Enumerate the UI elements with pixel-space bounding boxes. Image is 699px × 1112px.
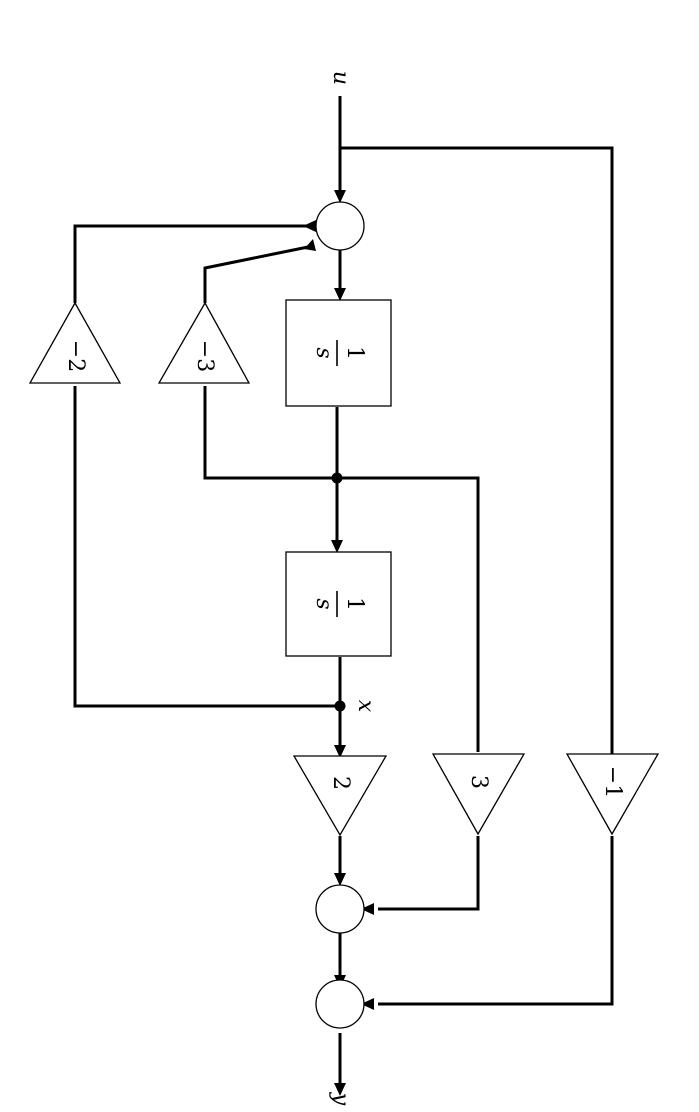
integrator-1-numerator: 1 [342,346,367,360]
integrator-2-numerator: 1 [342,597,367,611]
arrow-gain-minus2-into-sum1 [303,220,316,232]
wire-gain-minus3-to-sum1 [203,245,309,303]
arrow-gain-minus1-into-sum3 [361,998,374,1010]
integrator-block-2: 1 s [285,551,392,657]
integrator-block-1: 1 s [285,299,392,407]
gain-2-value: 2 [328,776,353,790]
wire-u-to-gain-minus1 [340,146,614,754]
integrator-2-denominator: s [311,598,336,609]
wire-gain3-to-sum2 [378,836,480,911]
wire-x-to-gain-minus2 [73,386,340,708]
wire-node-to-gain-minus3 [203,386,337,480]
input-signal-label: u [328,71,353,85]
wire-gain-minus1-to-sum3 [378,836,614,1006]
arrow-into-sum1 [334,190,346,203]
gain-block-minus3: −3 [157,301,251,384]
integrator-1-denominator: s [311,347,336,358]
summing-junction-3 [315,979,365,1029]
junction-dot-integrator1-output [331,472,343,484]
arrow-into-int2 [331,540,343,553]
arrow-gain-minus3-into-sum1 [304,239,316,251]
gain-block-minus1: −1 [565,753,660,836]
gain-minus2-value: −2 [63,340,88,372]
output-signal-label: y [328,1092,353,1106]
arrow-gain3-into-sum2 [361,903,374,915]
state-signal-label: x [353,700,378,713]
arrow-into-gain2 [334,745,346,758]
gain-block-2: 2 [292,755,388,837]
wire-gain-minus2-to-sum1 [73,224,306,303]
gain-minus3-value: −3 [192,340,217,372]
junction-dot-x [334,700,346,712]
arrow-into-int1 [334,288,346,301]
arrow-into-sum2 [334,873,346,886]
gain-block-minus2: −2 [28,301,122,384]
summing-junction-1 [315,201,365,251]
gain-minus1-value: −1 [600,766,625,798]
wire-node-to-gain3 [337,476,480,752]
gain-3-value: 3 [466,775,491,789]
gain-block-3: 3 [431,753,526,836]
summing-junction-2 [315,884,365,934]
arrow-into-y [334,1083,346,1096]
wires [73,96,614,1087]
